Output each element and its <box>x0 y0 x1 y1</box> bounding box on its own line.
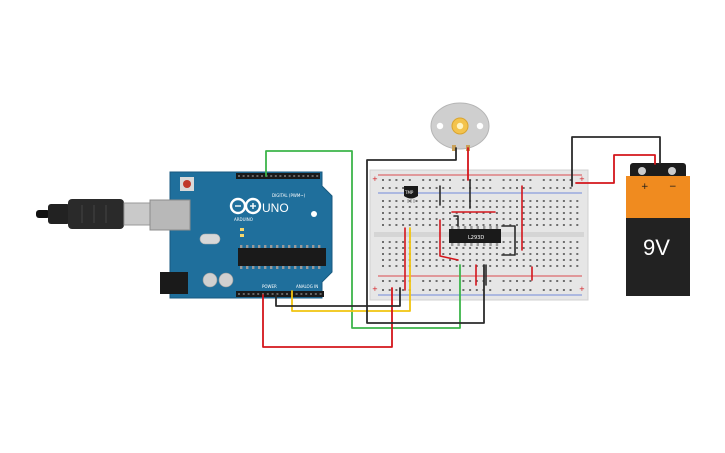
battery-voltage-label: 9V <box>643 235 670 260</box>
rail-plus-bottom-right: + <box>579 285 585 293</box>
wire-black-motor[interactable] <box>366 147 485 324</box>
rail-plus-bottom-left: + <box>372 285 378 293</box>
wire-black-battery[interactable] <box>571 136 661 187</box>
jumper-red-3[interactable] <box>439 219 459 261</box>
driver-chip-legs <box>451 226 499 246</box>
battery-9v[interactable]: + − 9V <box>626 163 690 296</box>
power-header-label: POWER <box>262 284 277 289</box>
wire-red-battery[interactable] <box>575 154 656 184</box>
rail-plus-top-right: + <box>579 175 585 183</box>
wire-yellow-signal[interactable] <box>291 227 411 312</box>
jumper-black-4[interactable] <box>453 215 459 227</box>
arduino-brand-label: ARDUINO <box>234 217 253 222</box>
jumper-black-3[interactable] <box>501 225 516 256</box>
wires <box>262 136 661 348</box>
battery-plus-sign: + <box>641 182 649 192</box>
analog-header-label: ANALOG IN <box>296 284 318 289</box>
voltage-regulator[interactable]: TMP <box>404 186 418 203</box>
driver-chip-label: L293D <box>468 235 484 241</box>
power-jack <box>160 272 188 294</box>
arduino-uno-board[interactable]: ARDUINO UNO DIGITAL (PWM~) POWER ANALOG … <box>149 171 333 299</box>
rail-plus-top-left: + <box>372 175 378 183</box>
arduino-logo-icon <box>229 197 262 215</box>
regulator-label: TMP <box>404 190 414 195</box>
dc-motor[interactable] <box>430 102 490 151</box>
wire-green-signal[interactable] <box>265 150 461 329</box>
digital-header-label: DIGITAL (PWM~) <box>272 193 306 198</box>
battery-minus-sign: − <box>669 182 677 192</box>
digital-header[interactable] <box>236 173 320 179</box>
wire-red-5v[interactable] <box>262 287 393 348</box>
power-analog-header[interactable] <box>236 291 324 297</box>
usb-cable[interactable] <box>36 199 153 229</box>
atmega-chip-legs <box>240 245 321 269</box>
arduino-model-label: UNO <box>262 201 289 215</box>
wire-black-gnd-1[interactable] <box>275 287 401 307</box>
atmega-chip <box>238 248 326 266</box>
usb-port <box>149 199 191 231</box>
motor-driver-chip[interactable]: L293D <box>449 226 501 246</box>
